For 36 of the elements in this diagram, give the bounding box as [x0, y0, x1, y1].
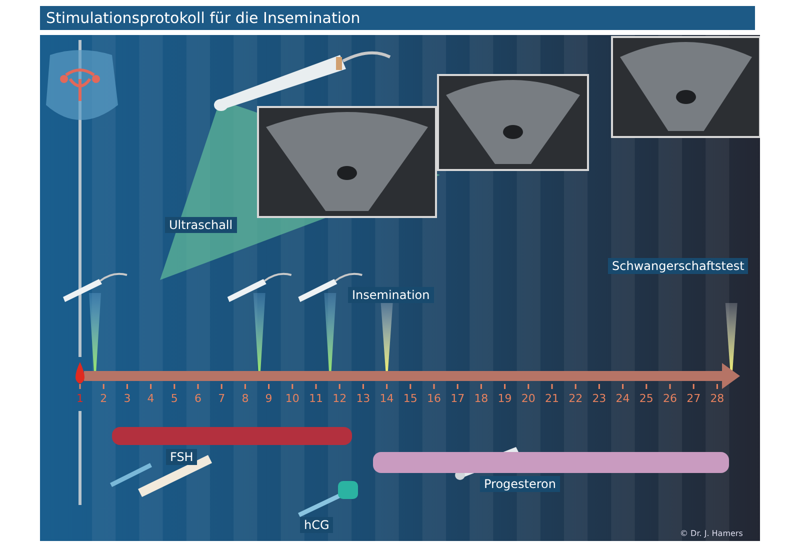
title-bar: Stimulationsprotokoll für die Insemination [40, 6, 755, 30]
day-number: 27 [686, 392, 702, 405]
day-number: 20 [520, 392, 536, 405]
day-number: 12 [332, 392, 348, 405]
drug-label: hCG [300, 517, 334, 533]
day-number: 22 [568, 392, 584, 405]
procedure-label: Insemination [348, 287, 434, 303]
day-number: 19 [496, 392, 513, 405]
day-number: 15 [402, 392, 418, 405]
day-number: 26 [662, 392, 678, 405]
day-number: 8 [240, 392, 250, 405]
day-number: 17 [450, 392, 466, 405]
procedure-label: Ultraschall [165, 217, 237, 233]
day-number: 3 [122, 392, 132, 405]
drug-label: FSH [166, 449, 198, 465]
day-number: 23 [591, 392, 608, 405]
day-number: 4 [146, 392, 156, 405]
day-number: 16 [426, 392, 442, 405]
day-number: 6 [194, 392, 202, 405]
day-number: 9 [264, 392, 274, 405]
day-number: 21 [544, 392, 560, 405]
procedure-label: Schwangerschaftstest [608, 258, 748, 274]
day-number: 14 [378, 392, 395, 405]
day-number: 2 [99, 392, 108, 405]
day-number: 24 [614, 392, 631, 405]
day-number: 11 [308, 392, 324, 405]
day-number: 13 [355, 392, 372, 405]
day-number: 5 [170, 392, 179, 405]
day-number: 18 [473, 392, 490, 405]
day-number: 7 [217, 392, 226, 405]
drug-label: Progesteron [480, 476, 560, 492]
day-number: 28 [709, 392, 726, 405]
day-number: 10 [284, 392, 300, 405]
day-number: 1 [76, 392, 84, 405]
copyright-note: © Dr. J. Hamers [680, 529, 743, 538]
day-number: 25 [638, 392, 654, 405]
